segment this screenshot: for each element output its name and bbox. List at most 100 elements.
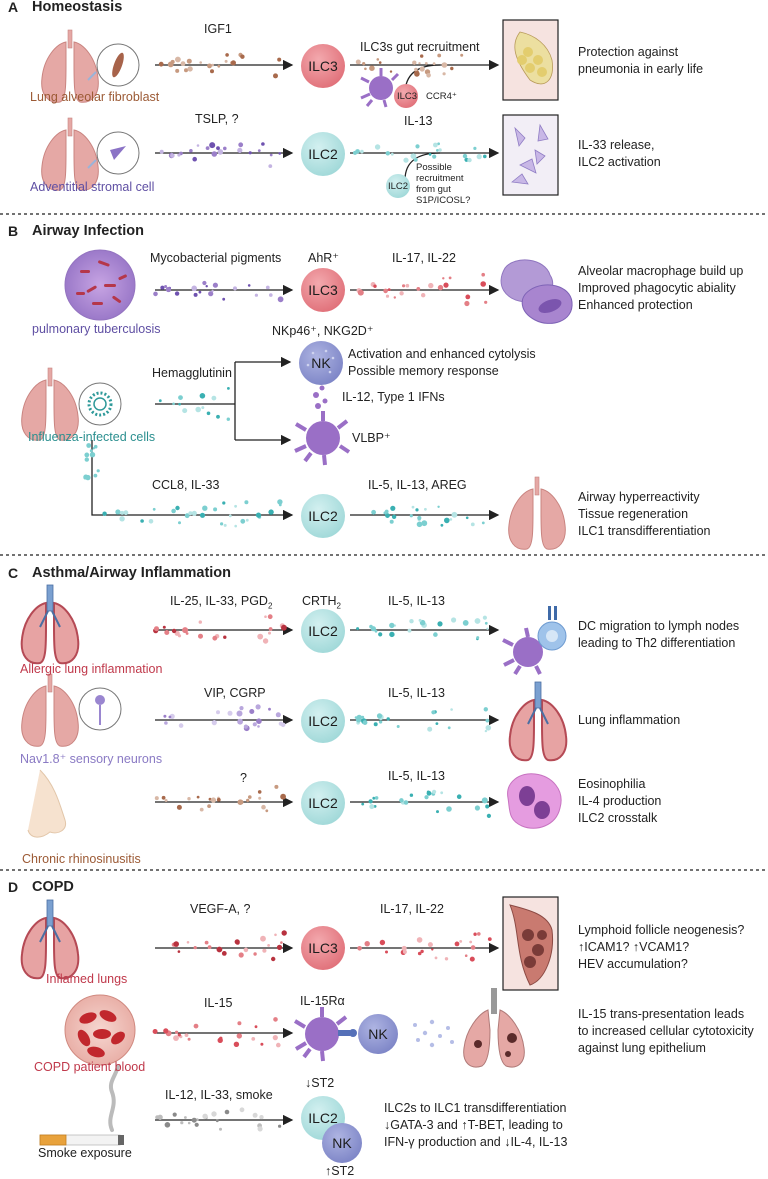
cytokine-dot — [165, 286, 171, 293]
cytokine-dot — [268, 631, 271, 635]
cytokine-dot — [192, 156, 197, 162]
d-row2-source: COPD patient blood — [34, 1060, 146, 1074]
cytokine-dot — [399, 291, 404, 296]
cytokine-dot — [234, 504, 238, 508]
cytokine-dot — [240, 518, 246, 524]
d-row1-outcome-line: ↑ICAM1? ↑VCAM1? — [578, 940, 690, 954]
cytokine-dot — [481, 797, 488, 804]
cytokine-dot — [421, 293, 426, 298]
cytokine-dot — [421, 520, 428, 527]
cytokine-dot — [221, 951, 227, 956]
cytokine-dot — [482, 615, 487, 620]
cytokine-dot — [245, 518, 249, 522]
cytokine-dot — [462, 153, 468, 159]
cytokine-dot — [484, 729, 488, 733]
cytokine-dot — [175, 68, 180, 73]
ilc2-cell-label: ILC2 — [308, 713, 338, 729]
a-row1-signal2: ILC3s gut recruitment — [360, 40, 480, 54]
cytokine-dot — [267, 944, 270, 947]
cytokine-dot — [476, 636, 480, 640]
cytokine-dot — [372, 796, 376, 800]
cytokine-dot — [467, 157, 472, 163]
cytokine-dot — [485, 725, 492, 731]
cytokine-dot-trails — [83, 52, 492, 1132]
cytokine-dot — [432, 154, 437, 159]
cytokine-dot — [465, 294, 471, 300]
cytokine-dot — [208, 797, 212, 801]
cytokine-dot — [173, 1035, 179, 1041]
b-row3-outcome-line: ILC1 transdifferentiation — [578, 524, 711, 538]
cytokine-dot — [413, 157, 418, 162]
cytokine-dot — [210, 69, 214, 74]
cytokine-dot — [460, 53, 464, 57]
cytokine-dot — [246, 798, 250, 803]
il15-presenting-cell-icon — [293, 1007, 357, 1062]
nk-cell-label: NK — [311, 355, 331, 371]
cytokine-dot — [182, 627, 189, 634]
a-row1-signal: IGF1 — [204, 22, 232, 36]
cytokine-dot — [278, 503, 282, 507]
cytokine-dot — [364, 67, 367, 71]
cytokine-dot — [476, 154, 482, 160]
cytokine-dot — [184, 68, 188, 73]
cytokine-dot — [238, 142, 244, 148]
cytokine-dot — [224, 1109, 230, 1115]
cytokine-dot — [187, 1037, 191, 1041]
c-row1-signal-text: IL-25, IL-33, PGD — [170, 594, 268, 608]
cytokine-dot — [396, 725, 400, 728]
cytokine-dot — [364, 941, 370, 947]
cytokine-dot — [247, 284, 251, 287]
cytokine-dot — [437, 284, 444, 291]
ccr4-marker: CCR4⁺ — [426, 91, 457, 102]
cytokine-dot — [239, 1107, 245, 1113]
cytokine-dot — [186, 58, 192, 64]
cytokine-dot — [356, 714, 363, 721]
section-d-letter: D — [8, 879, 19, 895]
cytokine-dot — [184, 513, 190, 519]
c-row1-source: Allergic lung inflammation — [20, 662, 163, 676]
cytokine-dot — [451, 511, 458, 518]
cytokine-dot — [193, 1023, 199, 1029]
cytokine-dot — [449, 518, 453, 521]
d-row2-outcome-line: to increased cellular cytotoxicity — [578, 1024, 754, 1038]
cytokine-dot — [369, 65, 375, 71]
a-row1-outcome-line: pneumonia in early life — [578, 62, 704, 76]
d-row3-source: Smoke exposure — [38, 1146, 132, 1160]
recruit-note-line: recruitment — [416, 173, 464, 184]
cytokine-dot — [258, 796, 262, 800]
cytokine-dot — [178, 723, 184, 728]
cytokine-dot — [211, 395, 217, 401]
cytokine-dot — [207, 804, 212, 808]
cytokine-dot — [252, 1112, 258, 1118]
cytokine-dot — [210, 797, 217, 803]
cytokine-dots-icon — [313, 385, 328, 409]
crth2-marker: CRTH2 — [302, 594, 341, 614]
cytokine-dot — [260, 935, 266, 942]
cytokine-dot — [86, 443, 92, 448]
cytokine-dot — [440, 791, 444, 795]
cytokine-dot — [262, 948, 267, 953]
cytokine-dot — [435, 722, 439, 725]
cigarette-icon — [39, 1064, 124, 1146]
cytokine-dot — [163, 714, 167, 718]
b-row1-outcome-line: Improved phagocytic abiality — [578, 281, 736, 295]
nk-granules-icon — [306, 349, 335, 374]
cytokine-dot — [378, 632, 383, 637]
cytokine-dot — [269, 293, 273, 297]
cytokine-dot — [251, 1037, 256, 1041]
cytokine-dot — [243, 724, 248, 729]
cytokine-dot — [237, 1021, 242, 1026]
c-row2-outcome: Lung inflammation — [578, 713, 681, 727]
cytokine-dot — [202, 1113, 208, 1120]
a-row2-signal2: IL-13 — [404, 114, 433, 128]
cytokine-dot — [444, 517, 450, 524]
cytokine-dot — [186, 941, 190, 944]
cytokine-dot — [483, 707, 488, 712]
cytokine-dot — [170, 59, 175, 64]
cytokine-dot — [446, 806, 452, 812]
cytokine-dot — [223, 523, 227, 527]
cytokine-dot — [93, 444, 98, 449]
cytokine-dot — [269, 153, 273, 157]
a-row1-outcome: Protection against pneumonia in early li… — [578, 44, 703, 78]
cytokine-dot — [276, 944, 283, 951]
